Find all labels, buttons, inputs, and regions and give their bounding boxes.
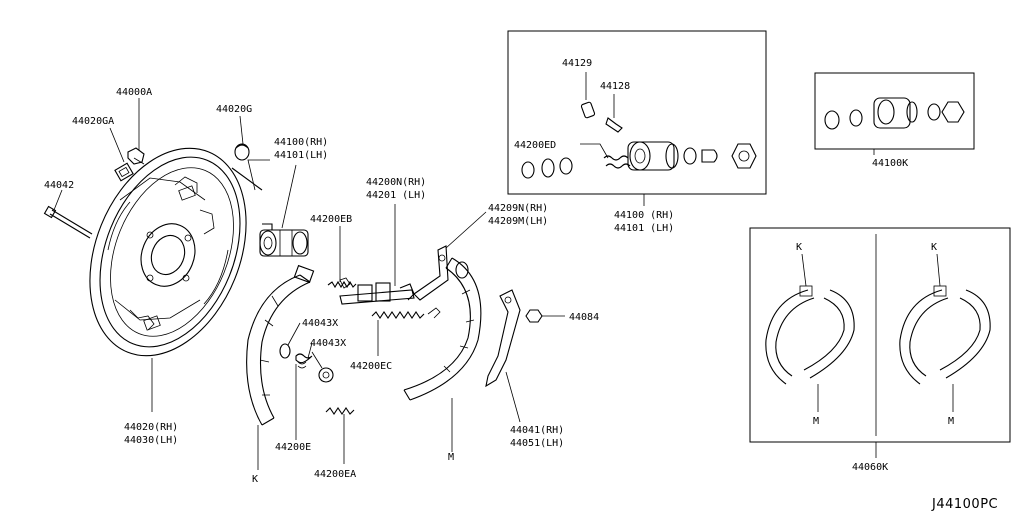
clip-44020GA-drawing: [114, 162, 134, 182]
shoe-kit-44060K-box: [749, 227, 1011, 443]
spring-cup-44043X-drawing: [279, 343, 334, 383]
kit-44100K-box: [814, 72, 975, 150]
label-44200EB: 44200EB: [310, 214, 352, 225]
backing-plate-drawing: [89, 147, 263, 357]
cylinder-components-drawing: [521, 101, 757, 179]
bolt-44042-drawing: [43, 205, 93, 239]
label-44084: 44084: [569, 312, 599, 323]
label-44020G: 44020G: [216, 104, 252, 115]
part-labels: 44000A 44020GA 44042 44020G 44100(RH) 44…: [44, 58, 998, 512]
brake-shoe-k-drawing: [246, 264, 315, 426]
label-44101-lh-box: 44101 (LH): [614, 223, 674, 234]
label-44000A: 44000A: [116, 87, 152, 98]
label-44020GA: 44020GA: [72, 116, 114, 127]
label-44209M-lh: 44209M(LH): [488, 216, 548, 227]
label-k-main: K: [252, 474, 258, 485]
washer-44084-drawing: [525, 309, 543, 323]
kit-44100K-drawing: [824, 97, 965, 130]
wheel-cylinder-exploded-box: [507, 30, 767, 195]
label-m-kit-right: M: [948, 416, 954, 427]
spring-44200EC-drawing: [371, 307, 441, 319]
label-44060K: 44060K: [852, 462, 888, 473]
spring-44200E-drawing: [295, 353, 313, 369]
spring-44200EA-drawing: [325, 407, 355, 415]
label-44030-lh: 44030(LH): [124, 435, 178, 446]
plug-44020G-drawing: [234, 143, 250, 161]
label-44200N-rh: 44200N(RH): [366, 177, 426, 188]
label-44043X-lower: 44043X: [310, 338, 346, 349]
wheel-cylinder-drawing: [259, 223, 309, 257]
bolt-44000A-drawing: [127, 147, 145, 165]
shoe-set-right-drawing: [899, 285, 991, 385]
label-44209N-rh: 44209N(RH): [488, 203, 548, 214]
parking-lever-44041-drawing: [485, 289, 521, 388]
label-44041-rh: 44041(RH): [510, 425, 564, 436]
label-44101-lh-plate: 44101(LH): [274, 150, 328, 161]
label-44128: 44128: [600, 81, 630, 92]
label-44043X-upper: 44043X: [302, 318, 338, 329]
label-44200E: 44200E: [275, 442, 311, 453]
label-k-kit-left: K: [796, 242, 802, 253]
label-m-main: M: [448, 452, 454, 463]
label-44042: 44042: [44, 180, 74, 191]
label-44100-rh-plate: 44100(RH): [274, 137, 328, 148]
diagram-code: J44100PC: [931, 497, 998, 512]
label-m-kit-left: M: [813, 416, 819, 427]
leader-lines: [53, 72, 954, 470]
brake-shoe-m-drawing: [403, 257, 482, 401]
label-k-kit-right: K: [931, 242, 937, 253]
adjuster-strut-44200N-drawing: [339, 277, 415, 305]
label-44200EC: 44200EC: [350, 361, 392, 372]
lever-44209N-drawing: [413, 245, 449, 301]
label-44200EA: 44200EA: [314, 469, 356, 480]
label-44200ED: 44200ED: [514, 140, 556, 151]
label-44201-lh: 44201 (LH): [366, 190, 426, 201]
label-44020-rh: 44020(RH): [124, 422, 178, 433]
label-44129: 44129: [562, 58, 592, 69]
label-44100-rh-box: 44100 (RH): [614, 210, 674, 221]
label-44051-lh: 44051(LH): [510, 438, 564, 449]
label-44100K: 44100K: [872, 158, 908, 169]
shoe-set-left-drawing: [765, 285, 855, 385]
